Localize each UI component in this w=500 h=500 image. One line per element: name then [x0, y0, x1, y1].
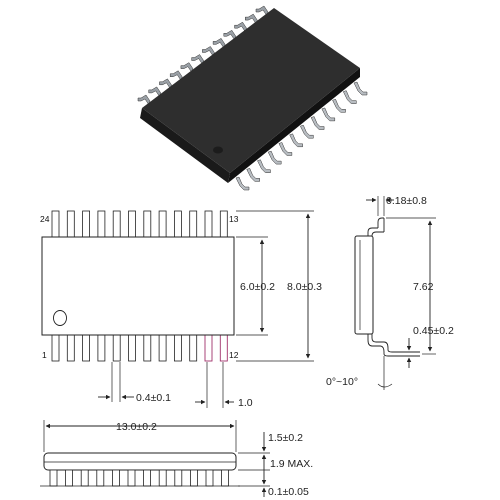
angle-arc — [377, 383, 393, 388]
top-pins-lower — [51, 334, 228, 362]
top-pin-lower — [82, 334, 90, 362]
top-pin-upper — [82, 210, 90, 238]
top-pin-upper — [204, 210, 213, 238]
iso-pin-back — [202, 46, 215, 58]
iso-pin-front — [267, 150, 282, 165]
dim-pin-width: 0.4±0.1 — [136, 392, 171, 404]
pin-label-24: 24 — [40, 214, 50, 224]
iso-pin-front — [246, 168, 260, 182]
front-pin — [205, 469, 214, 487]
iso-pin-back — [137, 94, 151, 106]
front-body — [43, 452, 237, 471]
top-pin-upper — [97, 210, 106, 238]
iso-pin-back — [223, 29, 237, 41]
front-pin — [49, 469, 58, 487]
side-lead-profile — [367, 217, 420, 357]
front-pin — [189, 469, 198, 487]
dim-foot-length: 0.45±0.2 — [413, 325, 454, 337]
iso-pin1-dot — [213, 146, 223, 154]
iso-pin-front — [342, 90, 357, 104]
top-pin-upper — [128, 210, 136, 238]
front-pin — [143, 469, 152, 487]
iso-pin-back — [212, 38, 226, 49]
iso-body-side — [140, 108, 230, 183]
iso-pin-front — [310, 116, 325, 130]
top-pin-lower — [112, 334, 121, 362]
iso-pin-back — [234, 21, 247, 33]
iso-pin-front — [289, 133, 303, 148]
dim-lead-span: 7.62 — [413, 281, 434, 293]
top-pin-lower — [66, 334, 75, 362]
iso-pin-front — [278, 142, 293, 156]
dim-lead-thickness: 0.18±0.8 — [386, 195, 427, 207]
front-pin — [96, 469, 105, 487]
front-pin — [80, 469, 89, 487]
dim-pin-pitch: 1.0 — [238, 397, 253, 409]
top-view: 24 13 1 12 6.0±0.2 8.0±0.3 0.4±0.1 1.0 — [40, 210, 322, 409]
front-view: 13.0±0.2 1.5±0.2 1.9 MAX. 0.1±0.05 — [40, 420, 313, 498]
side-body — [354, 235, 374, 335]
pin-label-1: 1 — [42, 350, 47, 360]
iso-pin-back — [159, 78, 172, 90]
top-pin-upper — [173, 210, 182, 238]
pin-label-12: 12 — [229, 350, 239, 360]
iso-body-side-right — [228, 68, 360, 183]
top-pin-upper — [219, 210, 228, 238]
side-view: 0.18±0.8 7.62 0.45±0.2 0°~10° — [326, 195, 454, 390]
side-lead-inner — [371, 218, 420, 353]
top-pin-upper — [66, 210, 75, 238]
front-pin — [221, 469, 230, 487]
dim-foot-angle: 0°~10° — [326, 376, 358, 388]
dim-overall-width: 8.0±0.3 — [287, 281, 322, 293]
iso-pin-front — [235, 176, 250, 191]
pin1-marker — [53, 310, 67, 326]
front-pin — [158, 469, 167, 487]
iso-pin-front — [300, 124, 314, 139]
iso-pin-back — [255, 5, 269, 17]
package-3d-render — [137, 5, 368, 191]
iso-pin-front — [332, 98, 346, 113]
iso-pin-back — [169, 70, 183, 82]
dim-body-width: 6.0±0.2 — [240, 281, 275, 293]
iso-pin-back — [245, 13, 258, 25]
front-pin — [127, 469, 136, 487]
top-pin-lower — [189, 334, 198, 362]
top-pin-lower — [51, 334, 60, 362]
top-pin-lower — [143, 334, 152, 362]
top-pin-lower — [158, 334, 167, 362]
top-pin-lower — [173, 334, 182, 362]
dim-max-height: 1.9 MAX. — [270, 458, 313, 470]
front-pin — [174, 469, 183, 487]
top-pin-lower — [97, 334, 106, 362]
iso-body-top — [142, 8, 360, 173]
top-pin-lower — [128, 334, 136, 362]
dim-body-thickness: 1.5±0.2 — [268, 432, 303, 444]
top-pin-upper — [112, 210, 121, 238]
front-pin — [65, 469, 73, 487]
iso-pin-front — [257, 159, 271, 173]
top-pin-upper — [189, 210, 198, 238]
iso-pin-back — [148, 86, 161, 98]
front-pins — [49, 469, 230, 487]
top-pin-lower — [204, 334, 213, 362]
top-pin-lower — [219, 334, 228, 362]
iso-pin-back — [191, 54, 204, 66]
front-pin — [112, 469, 120, 487]
top-view-body — [41, 236, 235, 336]
dim-standoff: 0.1±0.05 — [268, 486, 309, 498]
iso-pin-front — [353, 81, 368, 96]
top-pins-upper — [51, 210, 228, 238]
iso-pins-back — [137, 5, 269, 106]
iso-pin-back — [180, 62, 194, 74]
top-pin-upper — [143, 210, 152, 238]
iso-pin-front — [321, 107, 336, 122]
dim-body-length: 13.0±0.2 — [116, 421, 157, 433]
top-pin-upper — [51, 210, 60, 238]
iso-pins-front — [235, 81, 368, 191]
pin-label-13: 13 — [229, 214, 239, 224]
top-pin-upper — [158, 210, 167, 238]
